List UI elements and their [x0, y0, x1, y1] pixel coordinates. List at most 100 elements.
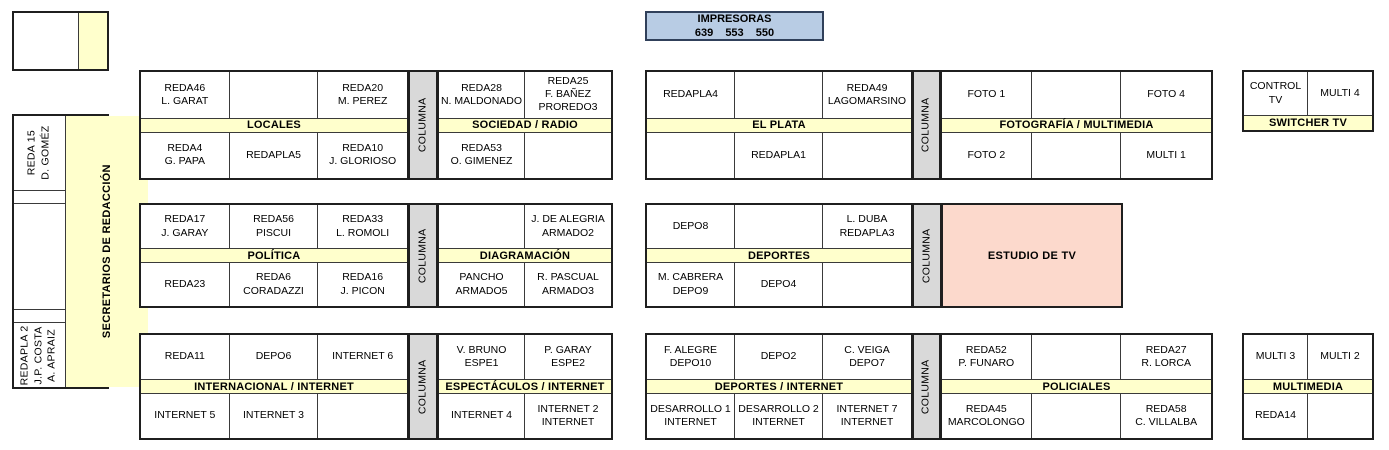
- secretaries-desk-stack: REDA 15 D. GOMÉZ REDAPLA 2 J.P. COSTA A.…: [14, 116, 66, 387]
- desk-cell: CONTROL TV: [1244, 72, 1308, 115]
- desk-cell: REDA23: [141, 263, 230, 306]
- column-pillar-label: COLUMNA: [416, 228, 429, 283]
- desk-cell: REDA58 C. VILLALBA: [1135, 402, 1198, 428]
- desk-cell: [14, 204, 65, 310]
- column-pillar: COLUMNA: [408, 70, 438, 180]
- desk-cell: DEPO2: [735, 335, 823, 379]
- desk-cell: [647, 132, 735, 178]
- desk-cell: J. DE ALEGRIA ARMADO2: [531, 213, 605, 239]
- desk-cell: REDA45 MARCOLONGO: [942, 394, 1032, 438]
- desk-cell: REDA28 N. MALDONADO: [439, 72, 525, 118]
- column-pillar-label: COLUMNA: [416, 97, 429, 153]
- corner-desk-box: [12, 11, 109, 71]
- desk-cell: REDA6 CORADAZZI: [230, 263, 319, 306]
- desk-cell: [1308, 394, 1372, 438]
- desk-divider-cell: [14, 310, 65, 323]
- desk-cell: M. CABRERA DEPO9: [647, 263, 735, 306]
- desk-cell: INTERNET 7 INTERNET: [836, 402, 898, 428]
- column-pillar: COLUMNA: [912, 203, 942, 308]
- desk-cell: C. VEIGA DEPO7: [844, 343, 890, 369]
- section-header: INTERNACIONAL / INTERNET: [141, 379, 407, 394]
- desk-cell: MULTI 3: [1244, 335, 1308, 379]
- section-header: DEPORTES: [647, 248, 911, 263]
- desk-cell: MULTI 2: [1320, 350, 1360, 363]
- desk-cell: P. GARAY ESPE2: [544, 343, 592, 369]
- column-pillar: COLUMNA: [912, 70, 941, 180]
- section-header: LOCALES: [141, 117, 407, 133]
- printers-numbers: 639 553 550: [694, 27, 775, 39]
- desk-cell: REDA33 L. ROMOLI: [336, 213, 390, 239]
- desk-cell: INTERNET 3: [230, 394, 319, 438]
- desk-cell: FOTO 2: [942, 132, 1032, 178]
- secretaries-desk-group: REDA 15 D. GOMÉZ REDAPLA 2 J.P. COSTA A.…: [12, 114, 148, 389]
- desk-cell: REDAPLA 2 J.P. COSTA A. APRAIZ: [14, 323, 65, 387]
- column-pillar-label: COLUMNA: [920, 228, 933, 283]
- desk-label: REDA 15 D. GOMÉZ: [25, 125, 52, 181]
- desk-divider-cell: [14, 191, 65, 204]
- desk-cell: REDA27 R. LORCA: [1141, 343, 1191, 369]
- section-header: EL PLATA: [647, 117, 911, 133]
- desk-cell: INTERNET 5: [141, 394, 230, 438]
- secretaries-label: SECRETARIOS DE REDACCIÓN: [100, 164, 113, 339]
- desk-cell: [439, 205, 525, 248]
- desk-cell: INTERNET 6: [332, 350, 394, 363]
- desk-cell: INTERNET 2 INTERNET: [537, 402, 599, 428]
- desk-cell: [1032, 132, 1122, 178]
- column-pillar: COLUMNA: [408, 333, 438, 440]
- desk-cell: REDA52 P. FUNARO: [942, 335, 1032, 379]
- corner-desk-empty: [14, 13, 79, 69]
- desk-cell: V. BRUNO ESPE1: [439, 335, 525, 379]
- desk-cell: REDA4 G. PAPA: [141, 132, 230, 178]
- section-header: DEPORTES / INTERNET: [647, 379, 911, 394]
- desk-cell: F. ALEGRE DEPO10: [647, 335, 735, 379]
- tv-studio-area: ESTUDIO DE TV: [941, 203, 1123, 308]
- desk-cell: REDAPLA1: [735, 132, 823, 178]
- printers-box: IMPRESORAS 639 553 550: [645, 11, 824, 41]
- secretaries-band: SECRETARIOS DE REDACCIÓN: [65, 116, 148, 387]
- desk-cell: FOTO 1: [942, 72, 1032, 118]
- section-header: SOCIEDAD / RADIO: [439, 117, 611, 133]
- desk-label: REDAPLA 2 J.P. COSTA A. APRAIZ: [18, 325, 59, 385]
- desk-cell: PANCHO ARMADO5: [439, 263, 525, 306]
- section-header: ESPECTÁCULOS / INTERNET: [439, 379, 611, 394]
- column-pillar-label: COLUMNA: [416, 359, 429, 414]
- desk-cell: [735, 72, 823, 118]
- desk-cell: REDA49 LAGOMARSINO: [827, 81, 907, 107]
- desk-cell: R. PASCUAL ARMADO3: [537, 271, 599, 297]
- desk-cell: REDA11: [141, 335, 230, 379]
- desk-cell: [230, 72, 319, 118]
- desk-cell: MULTI 4: [1320, 86, 1360, 99]
- column-pillar-label: COLUMNA: [919, 97, 932, 153]
- printers-title: IMPRESORAS: [697, 12, 772, 25]
- desk-cell: REDA56 PISCUI: [230, 205, 319, 248]
- desk-cell: [318, 394, 407, 438]
- desk-cell: REDA20 M. PEREZ: [337, 81, 388, 107]
- tv-studio-label: ESTUDIO DE TV: [987, 249, 1077, 262]
- desk-cell: REDA46 L. GARAT: [141, 72, 230, 118]
- desk-cell: DEPO4: [735, 263, 823, 306]
- desk-cell: [1032, 394, 1122, 438]
- desk-cell: REDA 15 D. GOMÉZ: [14, 116, 65, 191]
- desk-cell: FOTO 4: [1147, 88, 1186, 101]
- desk-cell: REDA14: [1244, 394, 1308, 438]
- column-pillar: COLUMNA: [408, 203, 438, 308]
- desk-cell: DESARROLLO 2 INTERNET: [735, 394, 823, 438]
- desk-cell: REDA17 J. GARAY: [141, 205, 230, 248]
- section-header: POLÍTICA: [141, 248, 407, 263]
- desk-cell: INTERNET 4: [439, 394, 525, 438]
- section-header: DIAGRAMACIÓN: [439, 248, 611, 263]
- desk-cell: [823, 133, 911, 179]
